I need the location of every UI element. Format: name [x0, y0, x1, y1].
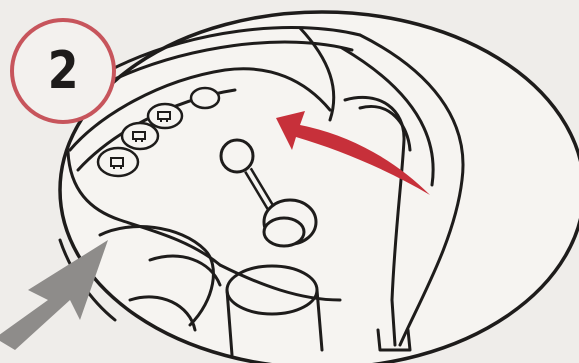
mower-button-2	[122, 123, 158, 149]
step-number: 2	[48, 45, 79, 97]
mower-button-1	[98, 148, 138, 176]
round-indicator	[191, 88, 219, 108]
step-badge: 2	[10, 18, 116, 124]
mower-button-3	[148, 104, 182, 128]
